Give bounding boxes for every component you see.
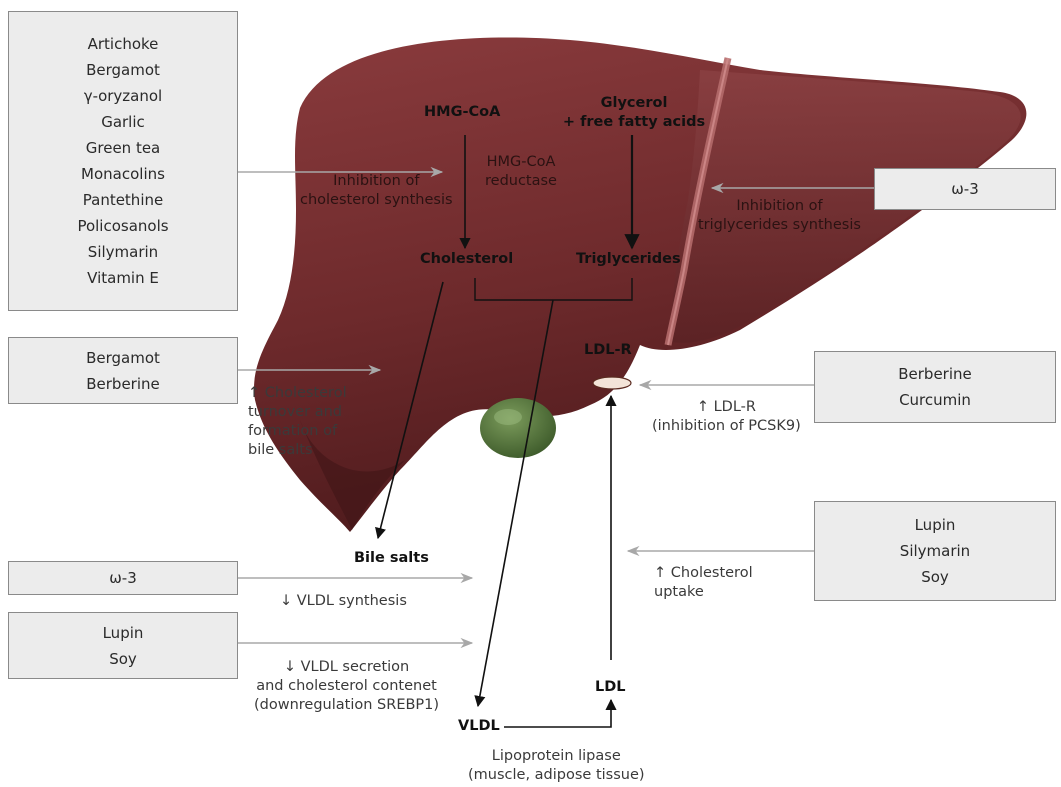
- box-item: Bergamot: [86, 57, 160, 83]
- label-vldl-secretion: ↓ VLDL secretion and cholesterol contene…: [254, 658, 439, 715]
- term-triglycerides: Triglycerides: [576, 250, 681, 269]
- box-item: Silymarin: [88, 239, 158, 265]
- box-berberine-right: Berberine Curcumin: [814, 351, 1056, 423]
- box-item: ω-3: [109, 565, 137, 591]
- label-cholesterol-uptake: ↑ Cholesterol uptake: [654, 564, 753, 602]
- box-item: Berberine: [898, 361, 972, 387]
- box-item: Green tea: [86, 135, 161, 161]
- term-cholesterol: Cholesterol: [420, 250, 513, 269]
- box-item: Artichoke: [88, 31, 159, 57]
- box-item: γ-oryzanol: [84, 83, 162, 109]
- box-mid-left: Bergamot Berberine: [8, 337, 238, 404]
- box-lupin-right: Lupin Silymarin Soy: [814, 501, 1056, 601]
- label-vldl-synthesis: ↓ VLDL synthesis: [280, 592, 407, 611]
- box-item: Berberine: [86, 371, 160, 397]
- box-item: Lupin: [915, 512, 956, 538]
- box-item: Vitamin E: [87, 265, 159, 291]
- label-hmg-coa-reductase: HMG-CoA reductase: [485, 153, 557, 191]
- box-lupin-soy-left: Lupin Soy: [8, 612, 238, 679]
- box-item: Monacolins: [81, 161, 165, 187]
- box-item: Silymarin: [900, 538, 970, 564]
- label-lipoprotein-lipase: Lipoprotein lipase (muscle, adipose tiss…: [468, 747, 645, 785]
- term-hmg-coa: HMG-CoA: [424, 103, 500, 122]
- ldl-receptor: [593, 377, 631, 389]
- box-omega-right: ω-3: [874, 168, 1056, 210]
- box-item: Policosanols: [77, 213, 168, 239]
- box-item: Lupin: [103, 620, 144, 646]
- label-ldlr-effect: ↑ LDL-R (inhibition of PCSK9): [652, 398, 801, 436]
- box-item: Soy: [109, 646, 137, 672]
- box-item: Curcumin: [899, 387, 971, 413]
- box-item: Pantethine: [83, 187, 163, 213]
- label-cholesterol-turnover: ↑ Cholesterol turnover and formation of …: [248, 384, 347, 460]
- box-top-left: Artichoke Bergamot γ-oryzanol Garlic Gre…: [8, 11, 238, 311]
- label-inhibition-cholesterol: Inhibition of cholesterol synthesis: [300, 172, 453, 210]
- box-item: Soy: [921, 564, 949, 590]
- box-item: Garlic: [101, 109, 145, 135]
- term-bile-salts: Bile salts: [354, 549, 429, 568]
- gallbladder: [480, 398, 556, 458]
- term-vldl: VLDL: [458, 717, 500, 736]
- term-glycerol-ffa: Glycerol + free fatty acids: [554, 94, 714, 132]
- term-ldl: LDL: [595, 678, 626, 697]
- arrow-vldl-to-ldl: [504, 700, 611, 727]
- box-item: Bergamot: [86, 345, 160, 371]
- label-inhibition-triglycerides: Inhibition of triglycerides synthesis: [698, 197, 861, 235]
- box-omega-left: ω-3: [8, 561, 238, 595]
- term-ldl-r: LDL-R: [584, 341, 632, 360]
- box-item: ω-3: [951, 176, 979, 202]
